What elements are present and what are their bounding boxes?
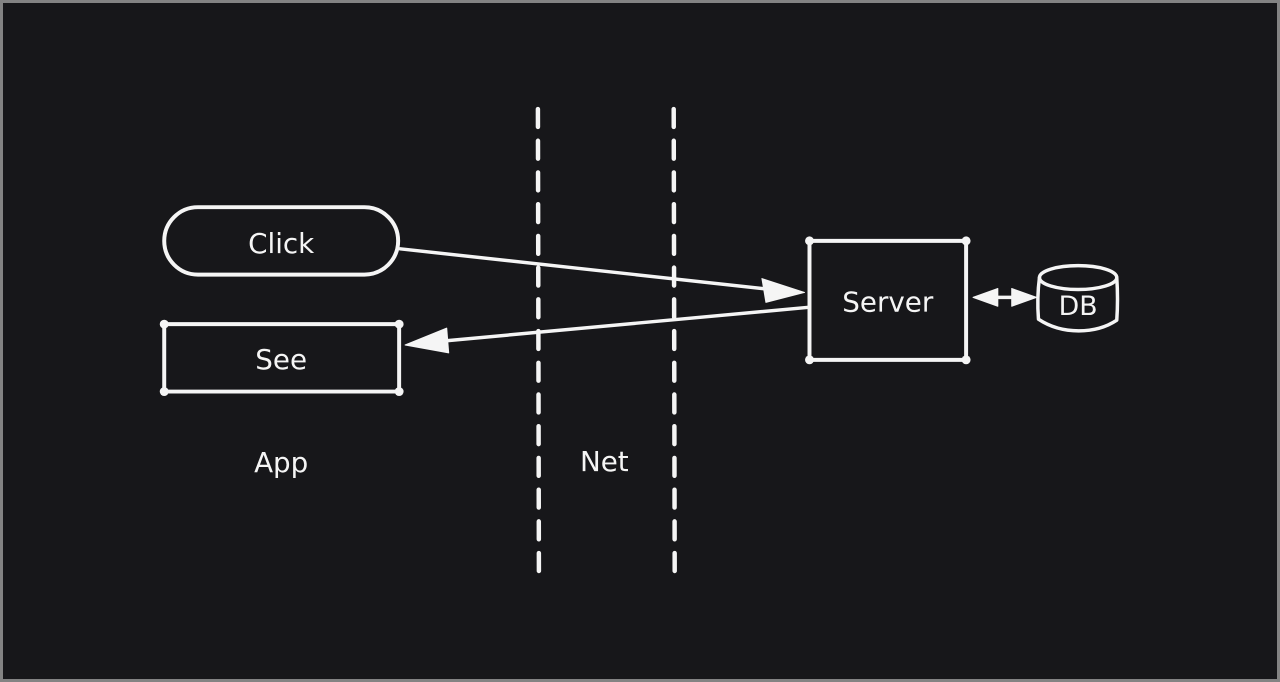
arrowhead-left-icon [972, 287, 999, 307]
net-zone-divider-right [671, 106, 677, 574]
svg-text:Net: Net [580, 445, 629, 478]
node-see[interactable]: See [159, 319, 404, 397]
edge-server-to-db[interactable] [972, 287, 1037, 307]
node-see-label: See [255, 343, 307, 376]
zone-label-app: App [254, 446, 308, 479]
arrowhead-right-icon [1011, 287, 1037, 307]
node-click[interactable]: Click [162, 205, 401, 277]
arrowhead-right-icon [761, 278, 806, 303]
arrowhead-left-icon [404, 327, 450, 354]
node-db[interactable]: DB [1036, 263, 1120, 333]
edge-server-to-see[interactable] [404, 305, 811, 354]
net-zone-divider-left [535, 106, 542, 574]
node-server[interactable]: Server [805, 236, 971, 365]
edge-click-to-server[interactable] [398, 247, 806, 303]
node-server-label: Server [842, 285, 934, 318]
node-click-label: Click [248, 227, 314, 260]
zone-label-net: Net [580, 445, 629, 478]
node-db-label: DB [1059, 291, 1098, 322]
svg-text:App: App [254, 446, 308, 479]
